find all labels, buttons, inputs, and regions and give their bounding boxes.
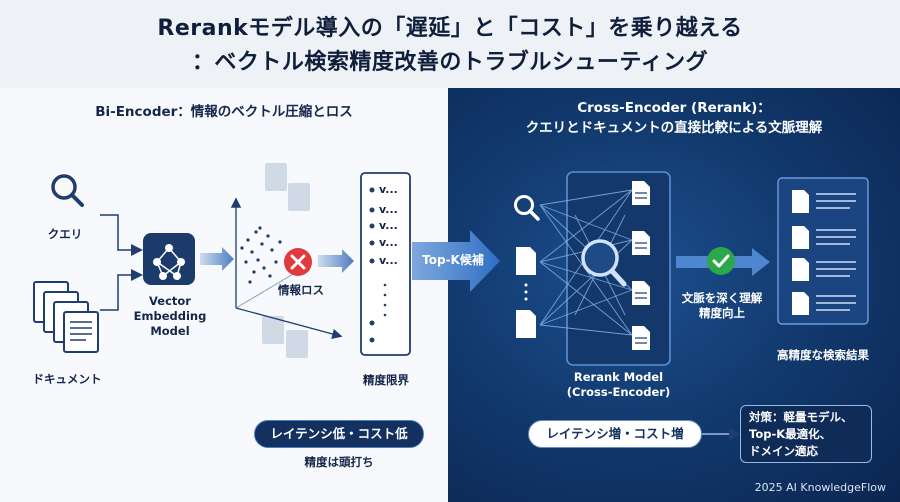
embedding-scatter [240,226,282,284]
footer-credit: 2025 AI KnowledgeFlow [754,481,886,494]
mitigation-note: 対策：軽量モデル、 Top-K最適化、 ドメイン適応 [740,405,872,463]
page-title-line-1: Rerankモデル導入の「遅延」と「コスト」を乗り越える [157,16,743,41]
top-k-arrow [412,230,500,292]
low-latency-pill: レイテンシ低・コスト低 [254,420,424,448]
precision-limit-label: 精度限界 [363,373,409,387]
query-label: クエリ [47,227,83,241]
cross-encoder-heading-2: クエリとドキュメントの直接比較による文脈理解 [525,120,823,136]
header-band [0,0,900,88]
vector-item: v... [379,254,398,267]
input-document-icon [516,247,536,338]
cross-attention-lines [539,189,633,336]
bi-encoder-heading: Bi-Encoder：情報のベクトル圧縮とロス [95,104,353,120]
precision-improvement-label: 精度向上 [699,306,745,320]
cross-encoder-heading-1: Cross-Encoder (Rerank)： [577,100,771,116]
rerank-model-label-1: Rerank Model [573,370,664,384]
search-icon [51,174,84,207]
result-panel [777,177,869,325]
error-x-icon [284,248,312,276]
model-label-line-1: Vector [149,294,191,308]
magnifier-icon [581,239,627,287]
neural-network-icon [143,233,195,285]
info-loss-label: 情報ロス [278,283,324,297]
mitigation-line-3: ドメイン適応 [749,444,818,458]
query-search-icon [514,195,540,221]
model-label-line-2: Embedding [133,309,207,323]
page-title-line-2: ：ベクトル検索精度改善のトラブルシューティング [191,50,709,75]
vector-item: v... [379,183,398,196]
mitigation-line-2: Top-K最適化、 [749,427,832,441]
check-icon [707,247,735,275]
mitigation-line-1: 対策：軽量モデル、 [749,410,853,424]
context-understanding-label: 文脈を深く理解 [681,291,763,305]
top-k-label: Top-K候補 [422,253,484,267]
vector-item: v... [379,236,398,249]
document-stack-icon [33,281,99,353]
precision-ceiling-note: 精度は頭打ち [304,455,374,469]
document-label: ドキュメント [32,372,102,386]
faded-document-icon [262,163,310,358]
result-document-icon [792,190,809,315]
high-latency-pill: レイテンシ増・コスト増 [528,420,702,448]
rerank-model-label-2: (Cross-Encoder) [566,385,671,399]
vector-item: v... [379,203,398,216]
high-precision-result-label: 高精度な検索結果 [777,348,869,362]
vector-item: v... [379,219,398,232]
vector-list-box [360,172,411,356]
model-label-line-3: Model [150,324,190,338]
